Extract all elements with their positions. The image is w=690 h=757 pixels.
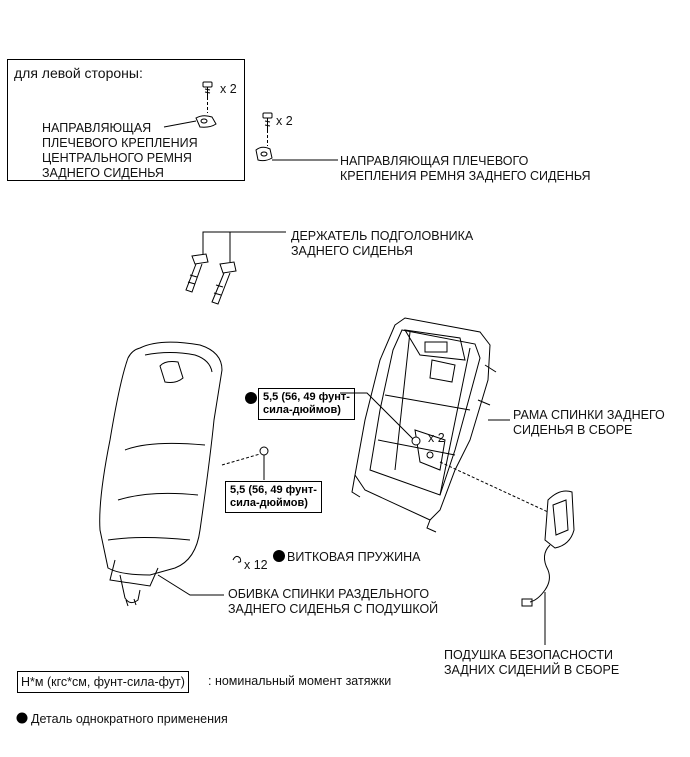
torque-spec-lower: 5,5 (56, 49 фунт- сила-дюймов)	[225, 481, 322, 513]
cover-label: ОБИВКА СПИНКИ РАЗДЕЛЬНОГО ЗАДНЕГО СИДЕНЬ…	[228, 587, 439, 616]
left-bolt-icon	[202, 81, 213, 97]
frame-nut-qty: x 2	[428, 431, 445, 445]
single-use-marker-spring	[273, 550, 285, 562]
spring-qty: x 12	[244, 558, 268, 572]
left-side-header: для левой стороны:	[14, 65, 143, 81]
frame-label: РАМА СПИНКИ ЗАДНЕГО СИДЕНЬЯ В СБОРЕ	[513, 408, 665, 437]
torque-spec-upper: 5,5 (56, 49 фунт- сила-дюймов)	[258, 388, 355, 420]
headrest-holder-icon	[185, 253, 237, 305]
center-belt-guide-label: НАПРАВЛЯЮЩАЯ ПЛЕЧЕВОГО КРЕПЛЕНИЯ ЦЕНТРАЛ…	[42, 121, 198, 180]
side-airbag-icon	[521, 490, 575, 607]
legend-single-use: Деталь однократного применения	[31, 712, 228, 726]
legend-torque-unit: Н*м (кгс*см, фунт-сила-фут)	[21, 675, 185, 689]
spring-label: ВИТКОВАЯ ПРУЖИНА	[287, 550, 421, 564]
single-use-marker-legend	[16, 712, 28, 724]
legend-torque-unit-box: Н*м (кгс*см, фунт-сила-фут)	[17, 671, 189, 693]
single-use-marker-upper	[245, 392, 257, 404]
lower-nut-icon	[259, 446, 269, 456]
airbag-label: ПОДУШКА БЕЗОПАСНОСТИ ЗАДНИХ СИДЕНИЙ В СБ…	[444, 648, 620, 677]
legend-torque-desc: : номинальный момент затяжки	[208, 674, 392, 688]
left-bolt-qty: x 2	[220, 82, 237, 96]
belt-guide-bolt-icon	[262, 112, 273, 130]
center-belt-guide-icon	[195, 115, 217, 128]
coil-spring-icon	[232, 555, 242, 563]
belt-guide-bolt-qty: x 2	[276, 114, 293, 128]
seatback-frame-icon	[351, 317, 497, 533]
headrest-holder-label: ДЕРЖАТЕЛЬ ПОДГОЛОВНИКА ЗАДНЕГО СИДЕНЬЯ	[291, 229, 474, 258]
seatback-cover-icon	[99, 341, 223, 607]
belt-guide-label: НАПРАВЛЯЮЩАЯ ПЛЕЧЕВОГО КРЕПЛЕНИЯ РЕМНЯ З…	[340, 154, 591, 183]
belt-guide-icon	[255, 146, 273, 162]
